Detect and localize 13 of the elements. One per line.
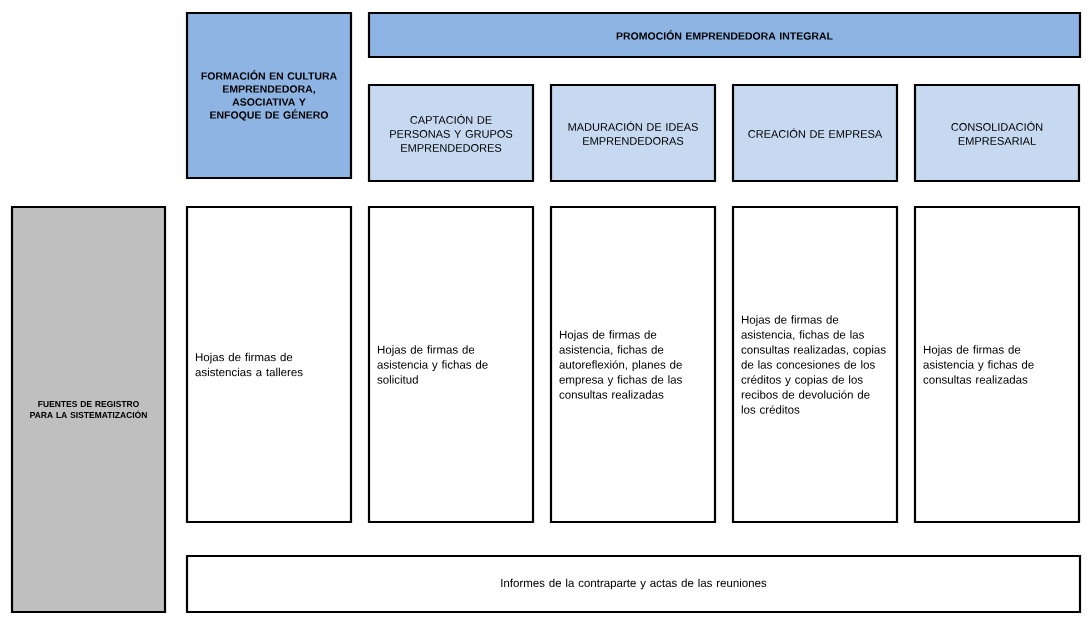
- stage-box: CREACIÓN DE EMPRESA: [731, 83, 899, 183]
- source-box: Hojas de firmas de asistencia, fichas de autoreflexión, planes de empresa y fichas de las consultas realizadas: [549, 205, 717, 524]
- stage-box: MADURACIÓN DE IDEAS EMPRENDEDORAS: [549, 83, 717, 183]
- heading-box: FORMACIÓN EN CULTURA EMPRENDEDORA, ASOCIATIVA Y ENFOQUE DE GÉNERO: [185, 11, 353, 180]
- source-box: Hojas de firmas de asistencias a talleres: [185, 205, 353, 524]
- source-box: Informes de la contraparte y actas de las reuniones: [185, 554, 1082, 614]
- row-heading-box: FUENTES DE REGISTRO PARA LA SISTEMATIZACIÓN: [10, 205, 167, 614]
- source-box: Hojas de firmas de asistencia y fichas de solicitud: [367, 205, 535, 524]
- source-box: Hojas de firmas de asistencia y fichas de consultas realizadas: [913, 205, 1081, 524]
- source-box: Hojas de firmas de asistencia, fichas de las consultas realizadas, copias de las concesiones de los créditos y copias de los recibos de devolución de los créditos: [731, 205, 899, 524]
- stage-box: CONSOLIDACIÓN EMPRESARIAL: [913, 83, 1081, 183]
- stage-box: CAPTACIÓN DE PERSONAS Y GRUPOS EMPRENDEDORES: [367, 83, 535, 183]
- heading-box: PROMOCIÓN EMPRENDEDORA INTEGRAL: [367, 11, 1082, 59]
